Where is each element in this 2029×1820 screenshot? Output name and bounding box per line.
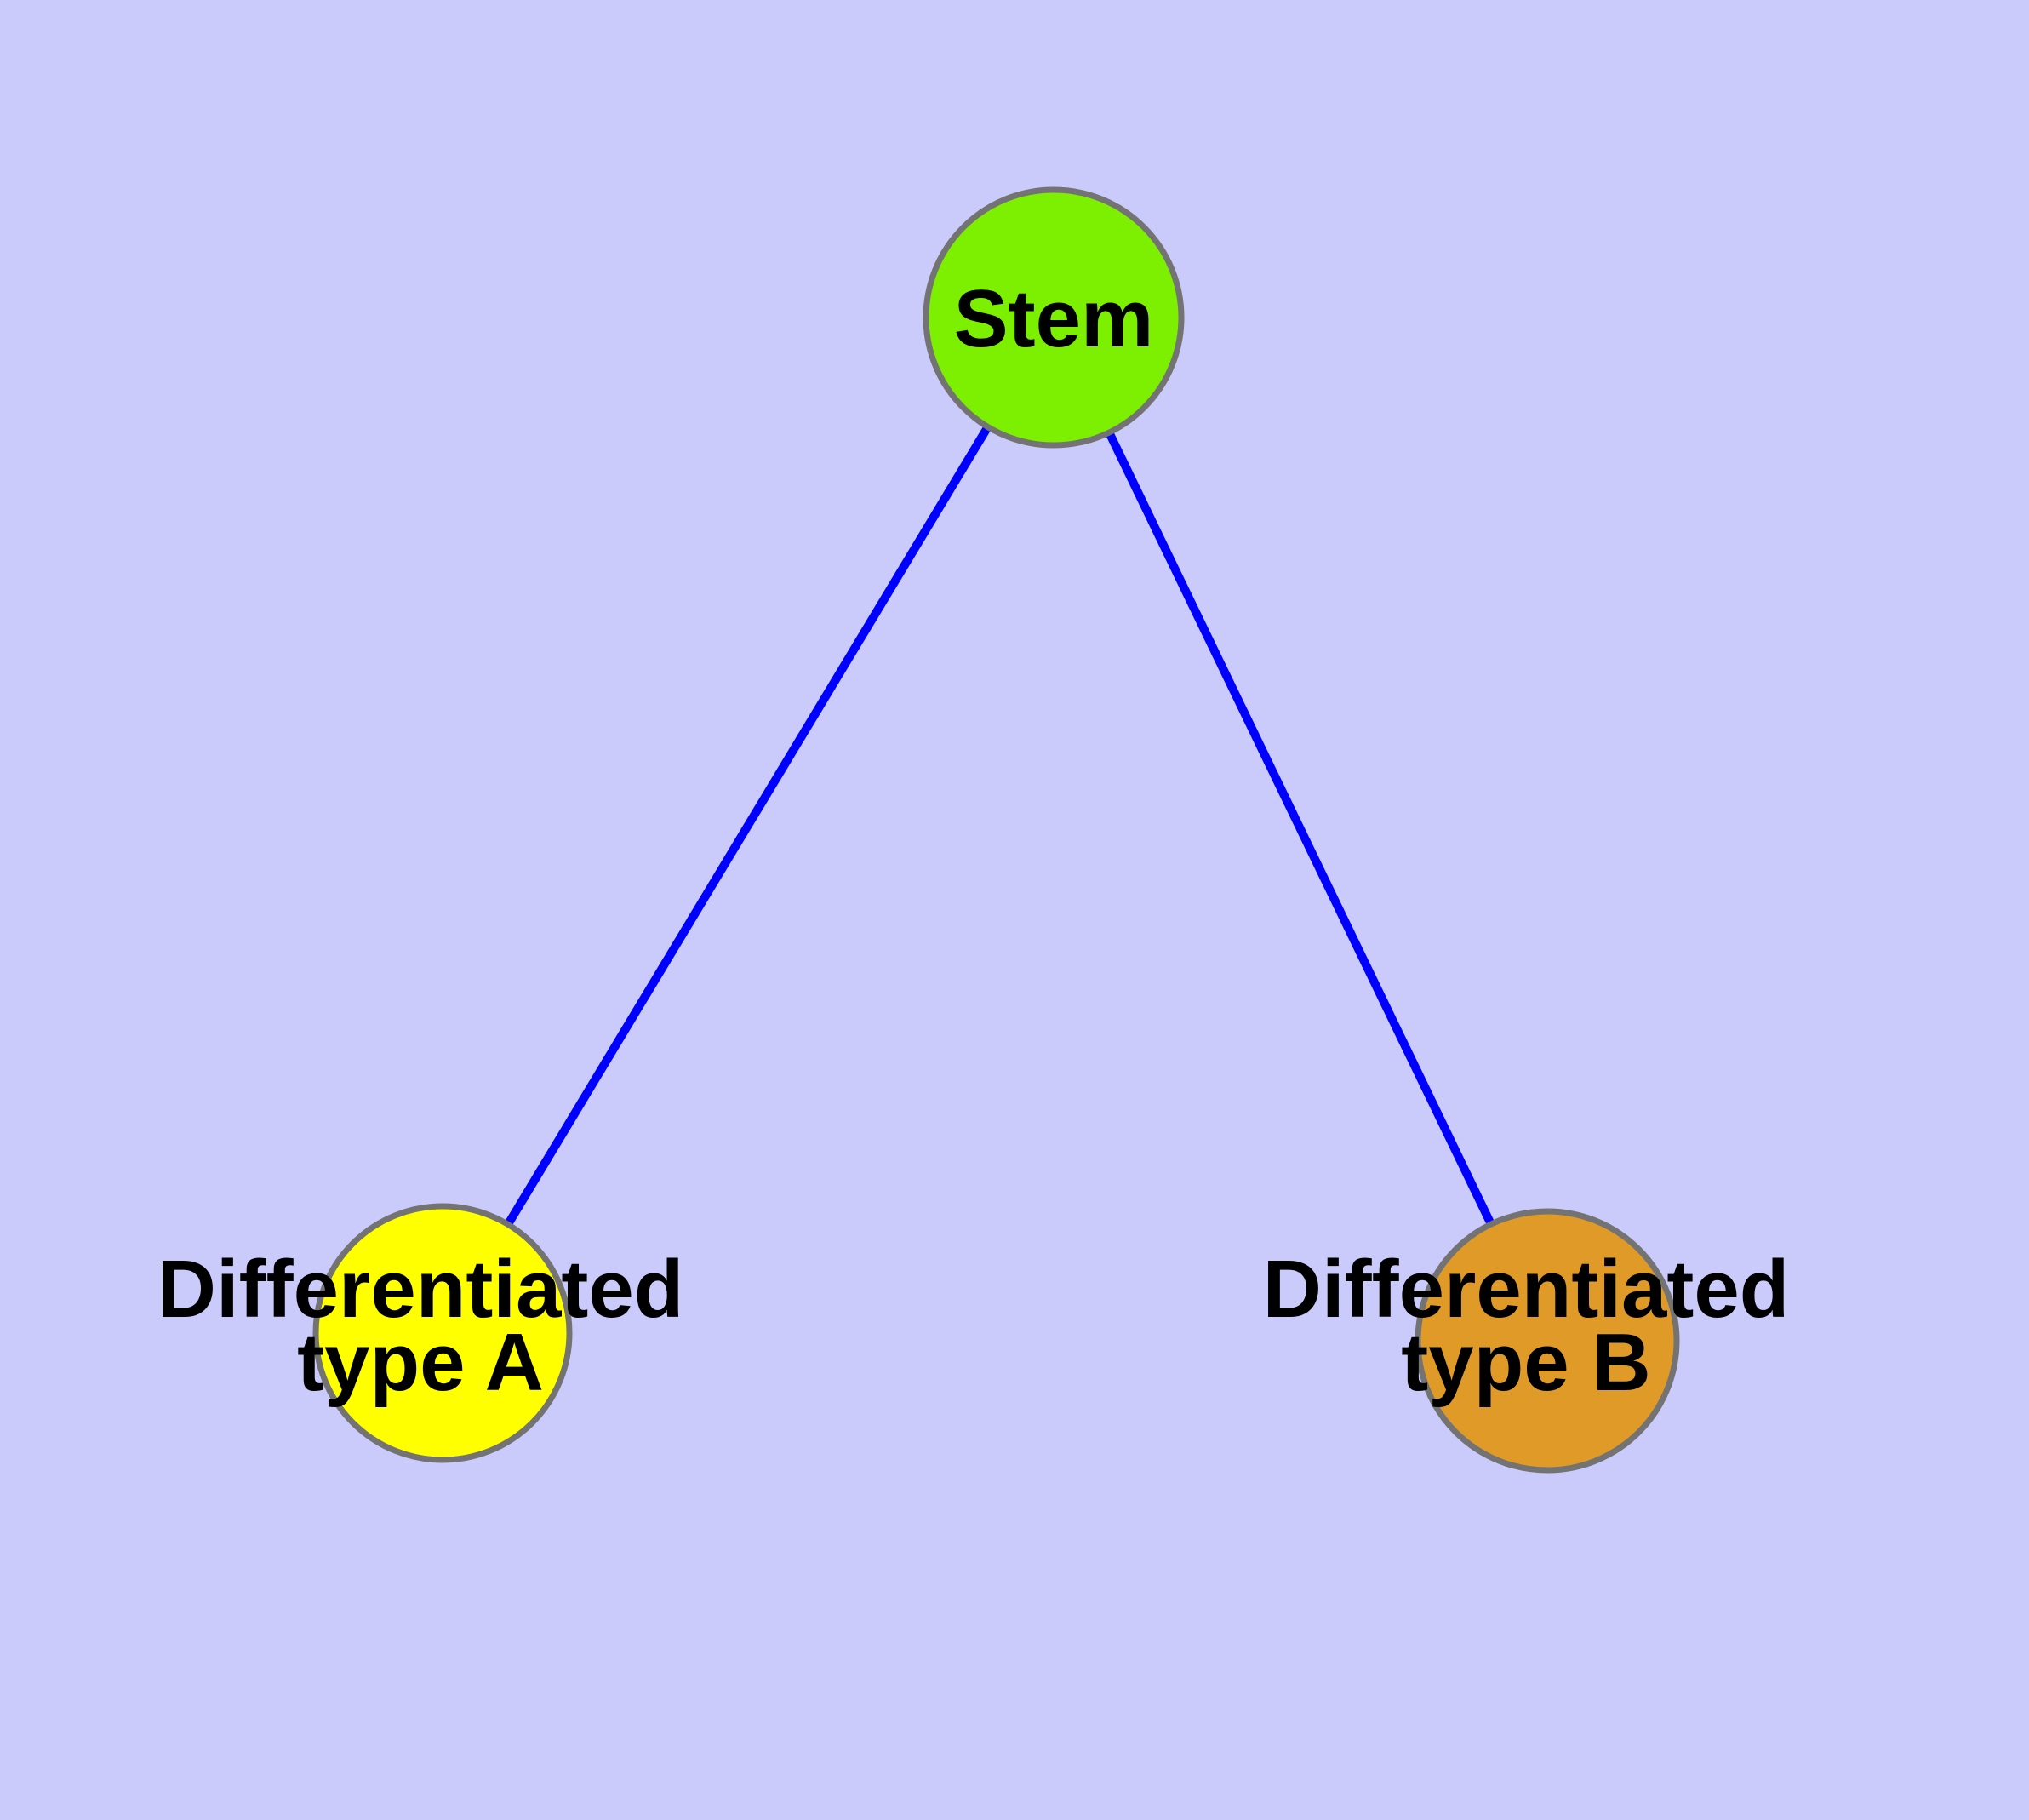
- node-label-line: type A: [297, 1317, 544, 1408]
- node-label-line: Differentiated: [157, 1244, 684, 1335]
- node-label-line: Differentiated: [1263, 1244, 1790, 1335]
- graph-node-differentiated-type-a[interactable]: [312, 1203, 573, 1463]
- node-circle-stem[interactable]: [923, 186, 1185, 449]
- graph-edge-stem-to-type-a[interactable]: [438, 315, 1058, 1336]
- graph-node-differentiated-type-b[interactable]: [1415, 1208, 1680, 1474]
- graph-edge-stem-to-type-b[interactable]: [1049, 315, 1552, 1343]
- node-label-line: type B: [1401, 1317, 1650, 1408]
- node-label-line: Stem: [954, 273, 1154, 364]
- node-circle-differentiated-type-a[interactable]: [312, 1203, 573, 1463]
- node-circle-differentiated-type-b[interactable]: [1415, 1208, 1680, 1474]
- edges-layer: [438, 315, 1552, 1343]
- graph-node-stem[interactable]: [923, 186, 1185, 449]
- node-label-stem: Stem: [954, 273, 1154, 364]
